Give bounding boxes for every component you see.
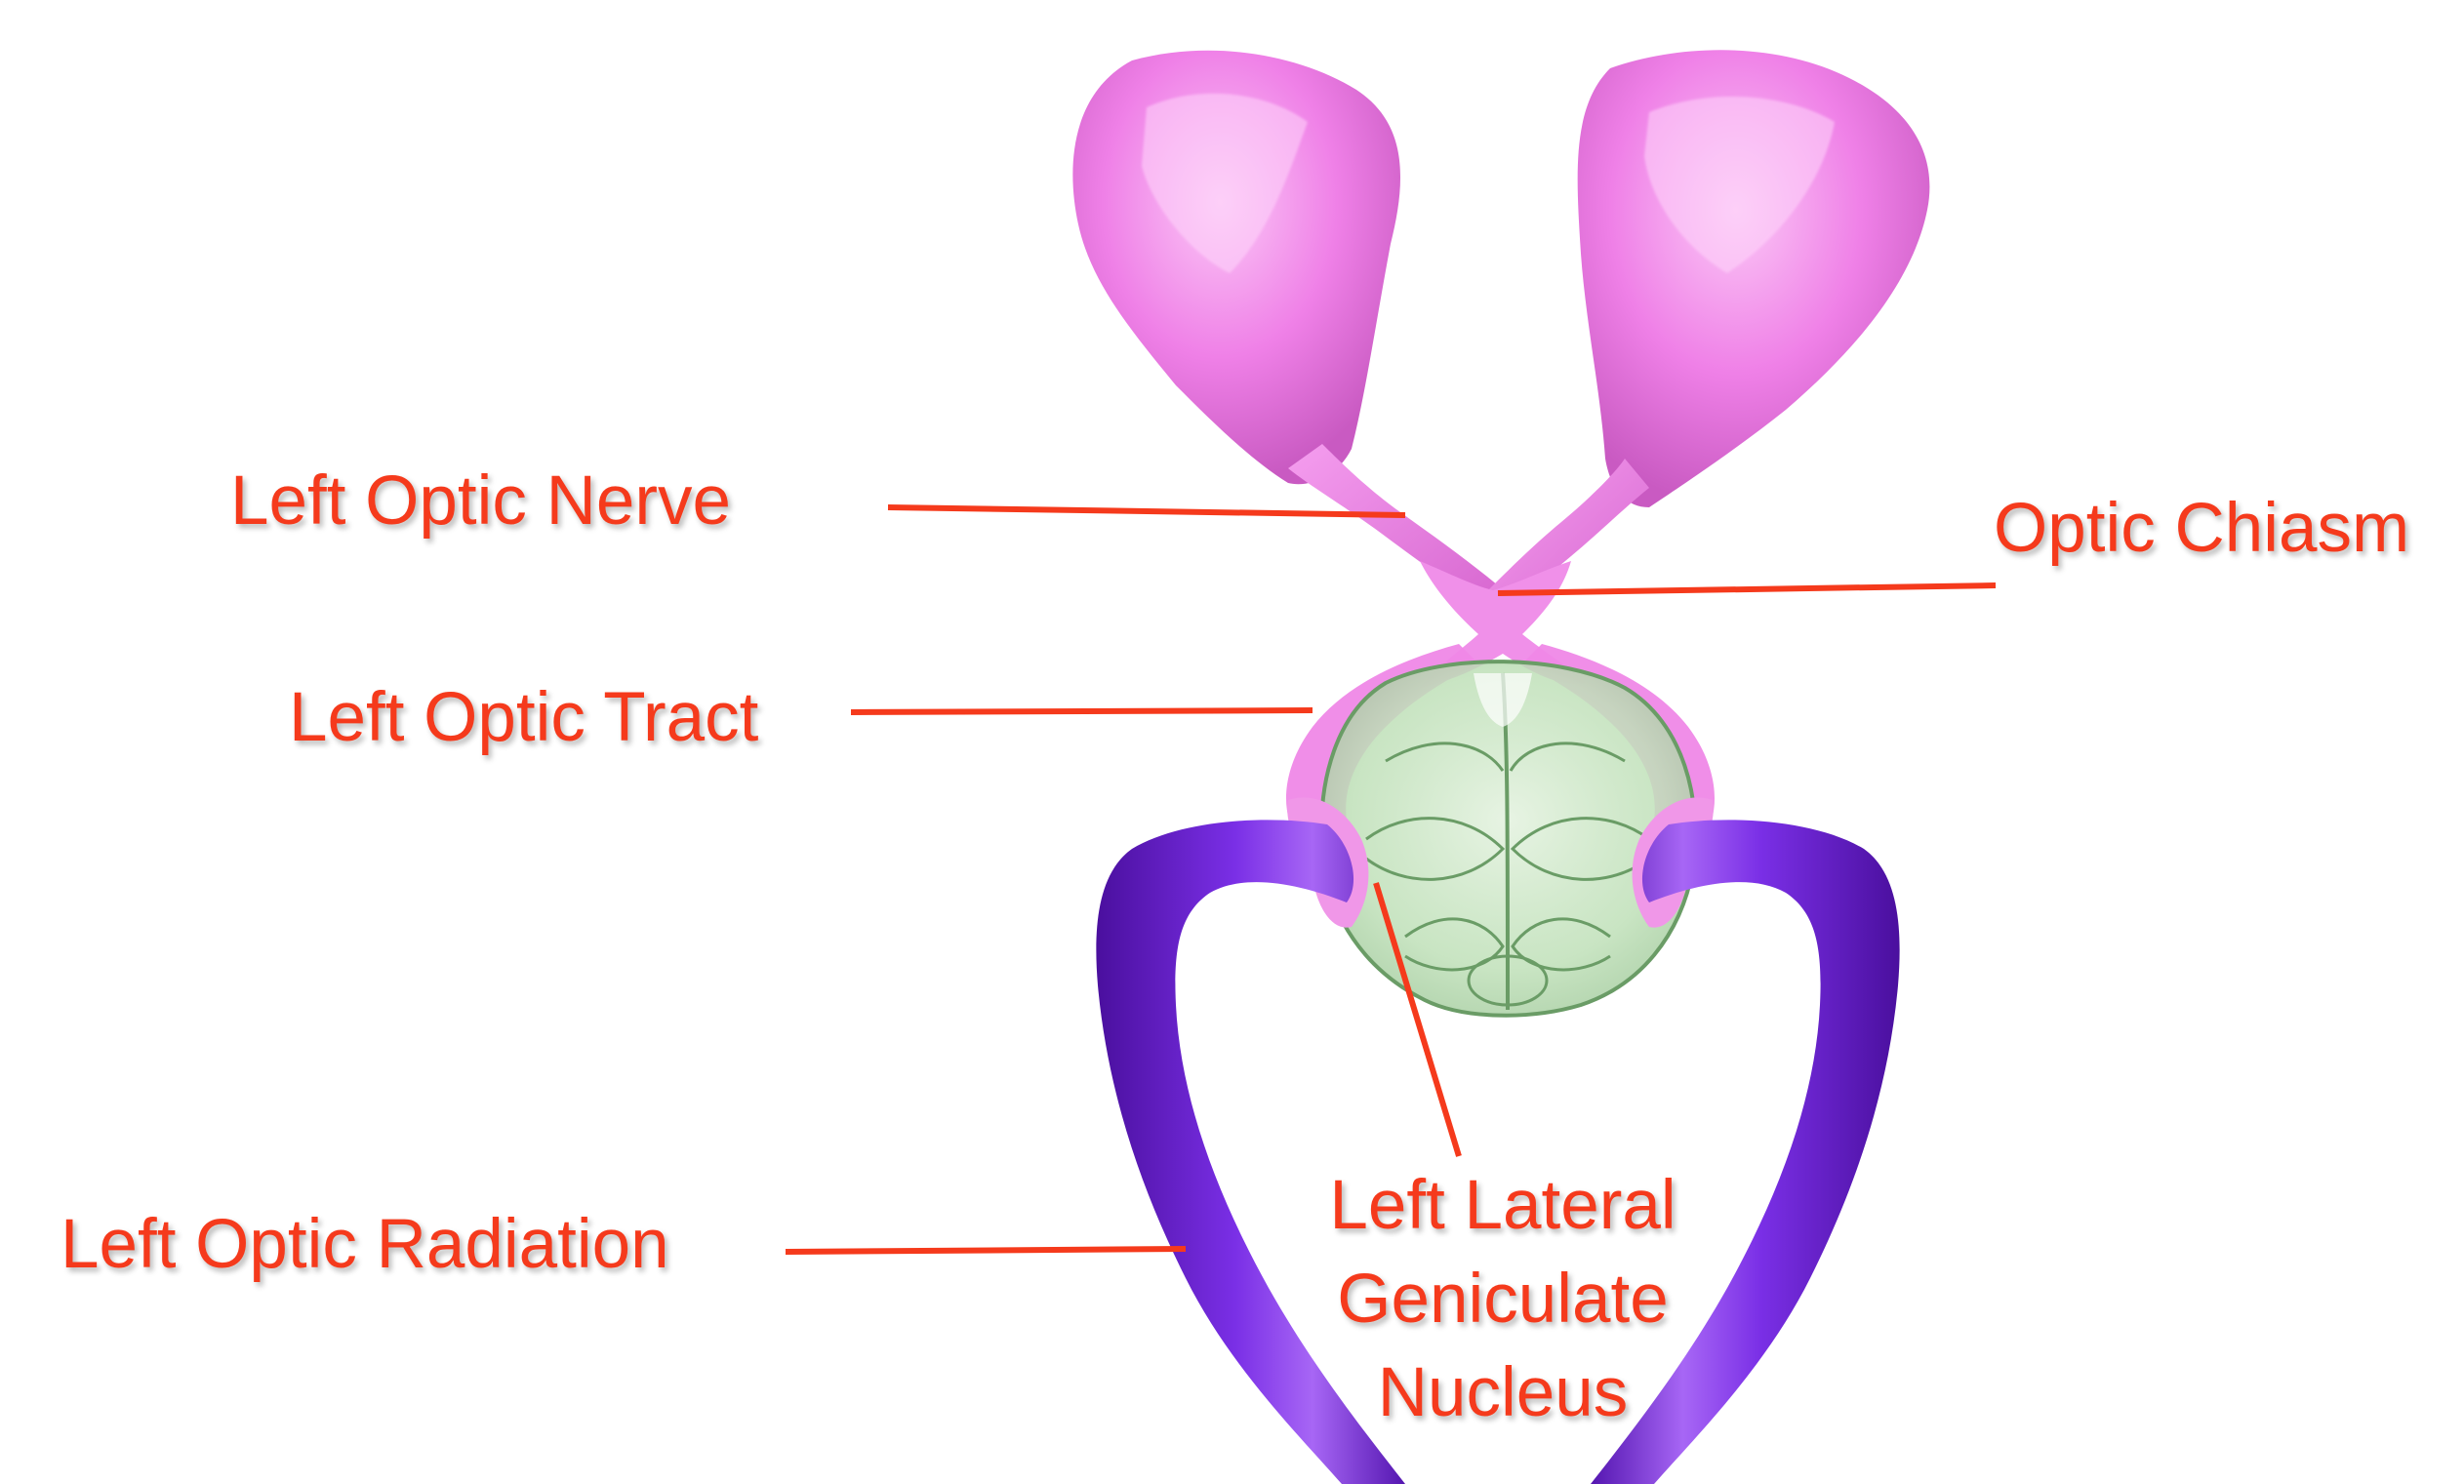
thalamus (1321, 662, 1695, 1016)
label-lgn-line2: Geniculate (1259, 1253, 1747, 1346)
label-left-optic-tract: Left Optic Tract (289, 683, 758, 752)
leader-line-left-optic-tract (851, 710, 1313, 712)
label-left-optic-radiation: Left Optic Radiation (61, 1210, 669, 1279)
leader-line-left-optic-nerve (888, 507, 1405, 515)
label-left-lateral-geniculate-nucleus: Left Lateral Geniculate Nucleus (1259, 1159, 1747, 1440)
leader-line-left-optic-radiation (786, 1249, 1186, 1252)
label-lgn-line3: Nucleus (1259, 1346, 1747, 1440)
left-optic-nerve (1288, 444, 1498, 605)
label-left-optic-nerve: Left Optic Nerve (230, 466, 731, 536)
label-optic-chiasm: Optic Chiasm (1994, 494, 2409, 563)
leader-line-optic-chiasm (1498, 585, 1996, 593)
label-lgn-line1: Left Lateral (1259, 1159, 1747, 1253)
